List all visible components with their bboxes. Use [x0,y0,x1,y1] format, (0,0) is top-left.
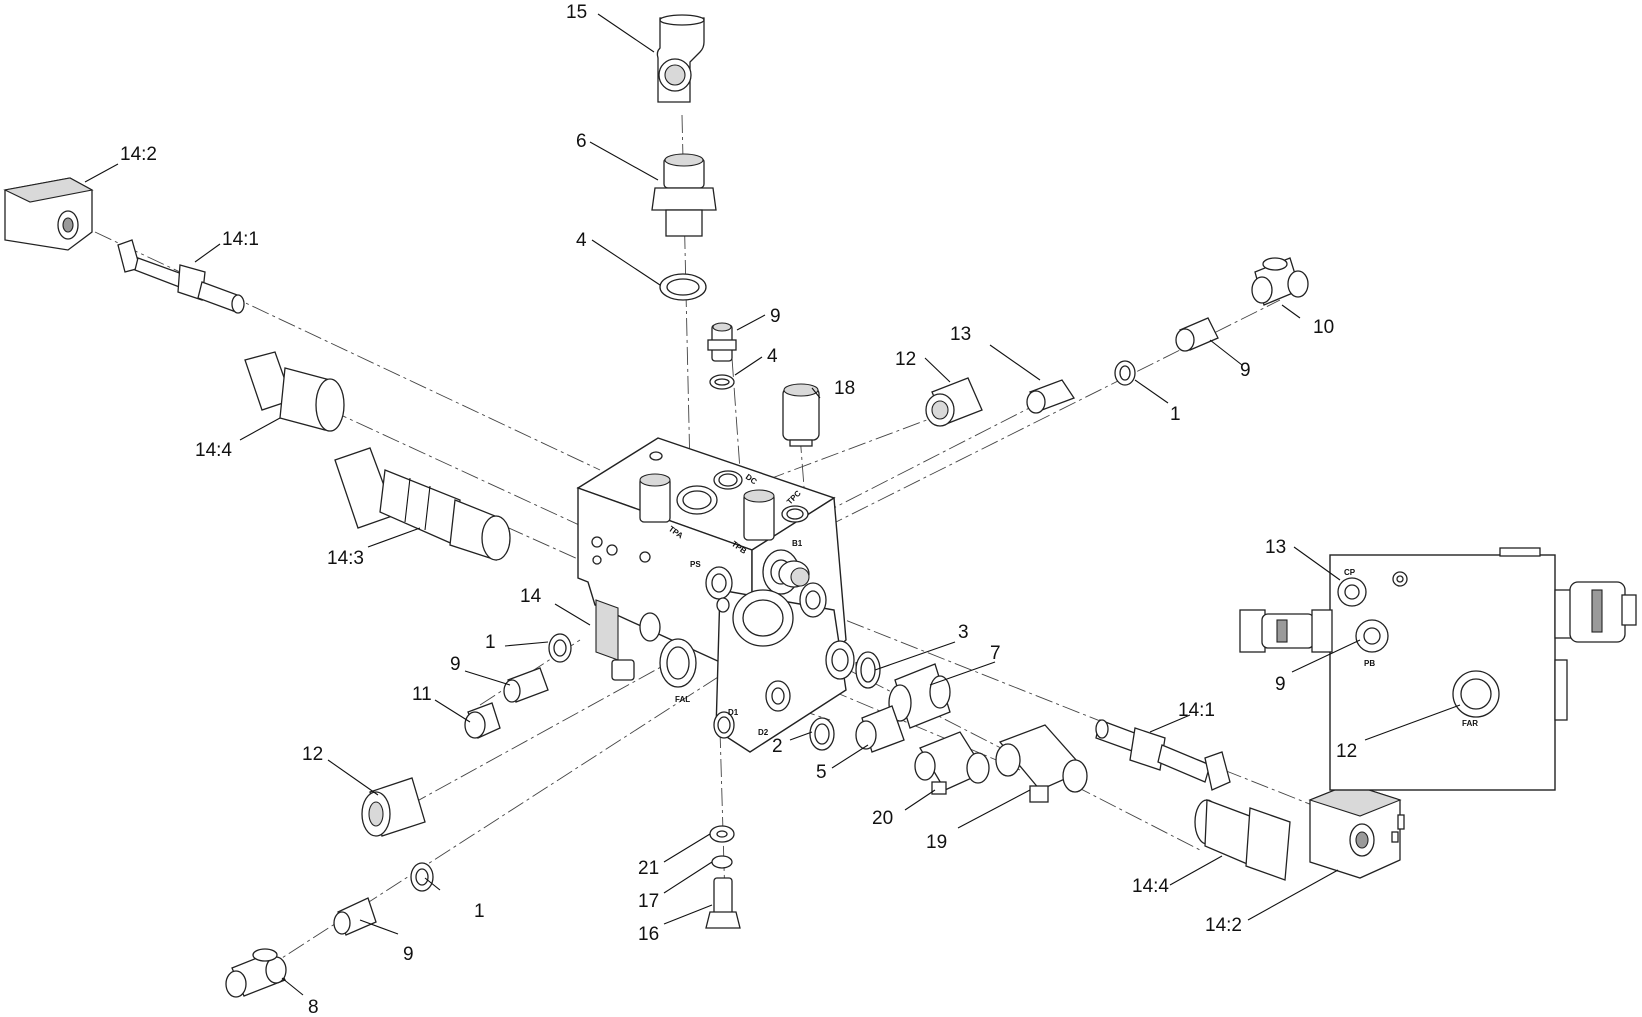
callout-4-large: 4 [576,230,587,251]
part-10-tee-fitting [1251,257,1309,306]
inset-manifold-side-view: CP PB FAR [1239,547,1637,791]
part-5-fitting [855,705,905,753]
part-1-washer-lower [410,862,434,892]
part-6-adapter [651,153,717,237]
part-14-4-cartridge-lower [1194,799,1291,881]
callout-12-upper: 12 [895,349,916,370]
part-13-fitting [1026,379,1075,414]
callout-17: 17 [638,891,659,912]
part-9-fitting-left [503,667,549,703]
part-2-washer [809,717,835,751]
callout-21: 21 [638,858,659,879]
callout-14-2-upper: 14:2 [120,144,157,165]
callout-9-upper-right: 9 [1240,360,1251,381]
part-4-small-o-ring [709,374,735,390]
callout-1-lower: 1 [474,901,485,922]
part-12-coupling-left [361,777,426,837]
callout-14: 14 [520,586,542,607]
callout-20: 20 [872,808,893,829]
callout-12-inset: 12 [1336,741,1357,762]
callout-14-4-lower: 14:4 [1132,876,1169,897]
callout-11: 11 [412,684,432,705]
part-1-washer-left [548,633,572,663]
callout-12-left: 12 [302,744,323,765]
callout-5: 5 [816,762,827,783]
callout-1-left: 1 [485,632,496,653]
callout-19: 19 [926,832,947,853]
callout-2: 2 [772,736,783,757]
callout-4-small: 4 [767,346,778,367]
part-17-o-ring [711,855,733,869]
part-14-1-valve-stem-upper [117,239,245,314]
part-1-washer-upper [1114,360,1136,386]
valve-manifold-block: TPA TPB DC TPC PS B1 FAL HL D1 D2 [576,437,866,753]
part-18-plug [782,383,820,447]
callout-14-2-lower: 14:2 [1205,915,1242,936]
port-label-d2: D2 [758,728,769,737]
callout-6: 6 [576,131,587,152]
callout-3: 3 [958,622,969,643]
port-label-b1: B1 [792,539,803,548]
part-12-coupling-upper [925,377,983,427]
inset-port-label-cp: CP [1344,568,1356,577]
part-4-o-ring [659,273,707,301]
inset-port-label-pb: PB [1364,659,1375,668]
callout-9-top: 9 [770,306,781,327]
part-9-fitting-top [707,322,737,362]
callout-9-inset: 9 [1275,674,1286,695]
callout-14-1-lower: 14:1 [1178,700,1215,721]
callout-18: 18 [834,378,855,399]
part-3-o-ring [855,651,881,689]
callout-15: 15 [566,2,587,23]
leader-lines [84,13,1461,996]
inset-port-label-far: FAR [1462,719,1478,728]
part-19-tee-fitting [995,724,1088,803]
callout-1-upper: 1 [1170,404,1181,425]
part-14-2-solenoid-coil-upper [3,177,94,251]
part-8-tee-fitting [225,948,287,998]
callout-labels: 15 6 4 9 4 18 12 13 1 9 10 14:2 14:1 14:… [120,2,1357,1017]
callout-14-1-upper: 14:1 [222,229,259,250]
part-14-2-solenoid-coil-lower [1308,783,1405,879]
part-20-tee-fitting [914,731,990,795]
part-9-fitting-lower [333,897,377,936]
part-21-washer [709,825,735,843]
part-15-elbow-fitting [656,14,705,103]
callout-14-4-upper: 14:4 [195,440,232,461]
callout-16: 16 [638,924,659,945]
callout-13-upper: 13 [950,324,971,345]
callout-14-3: 14:3 [327,548,364,569]
port-label-ps: PS [690,560,701,569]
callout-7: 7 [990,643,1001,664]
part-14-4-cartridge-upper [244,351,345,432]
part-11-cap [464,702,501,739]
callout-8: 8 [308,997,319,1017]
part-14-3-cartridge [334,447,511,561]
callout-10: 10 [1313,317,1334,338]
port-label-fal: FAL [675,695,690,704]
part-14-1-valve-stem-lower [1095,719,1231,791]
callout-13-inset: 13 [1265,537,1286,558]
part-9-fitting-upper-right [1175,317,1219,352]
port-label-d1: D1 [728,708,739,717]
part-7-fitting [888,663,951,729]
part-16-bolt [705,877,741,929]
callout-9-left: 9 [450,654,461,675]
callout-9-lower: 9 [403,944,414,965]
